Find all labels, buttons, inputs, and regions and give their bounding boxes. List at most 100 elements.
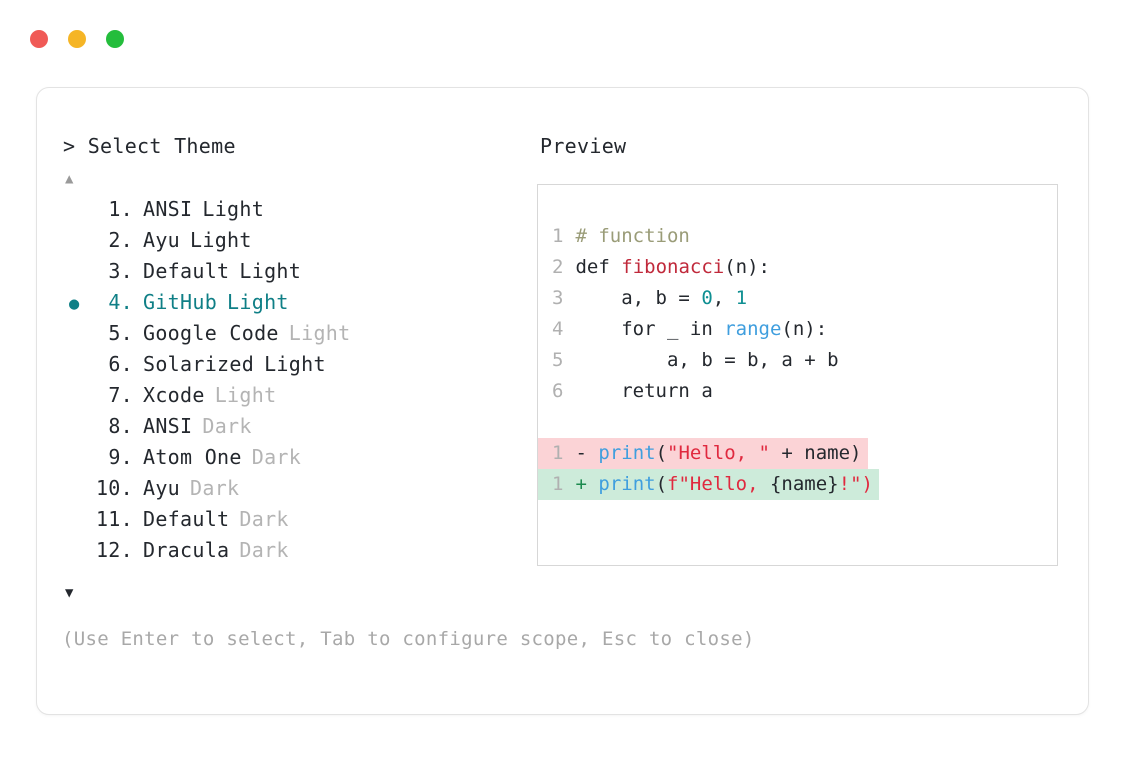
theme-item-variant: Light: [227, 290, 289, 314]
theme-item-index: 9.: [108, 445, 133, 469]
theme-item-index: 1.: [108, 197, 133, 221]
theme-item-index: 2.: [108, 228, 133, 252]
theme-item-name: Atom One: [143, 445, 242, 469]
theme-item-name: Default: [143, 259, 230, 283]
theme-list-item[interactable]: 12. Dracula Dark: [63, 535, 533, 566]
theme-list-item[interactable]: 3. Default Light: [63, 256, 533, 287]
code-token: range: [724, 318, 782, 340]
code-token: for _ in: [575, 318, 725, 340]
minimize-window-button[interactable]: [68, 30, 86, 48]
theme-list-item[interactable]: 1. ANSI Light: [63, 194, 533, 225]
theme-item-name: Solarized: [143, 352, 255, 376]
code-token: (n):: [724, 256, 770, 278]
theme-item-index: 8.: [108, 414, 133, 438]
code-token: print: [598, 442, 656, 464]
code-line: 6 return a: [538, 376, 1057, 407]
theme-item-name: Dracula: [143, 538, 230, 562]
theme-list-item[interactable]: 9. Atom One Dark: [63, 442, 533, 473]
theme-item-name: Xcode: [143, 383, 205, 407]
code-token: fibonacci: [621, 256, 725, 278]
theme-item-variant: Dark: [202, 414, 252, 438]
line-number: 6: [552, 380, 576, 402]
code-line: 5 a, b = b, a + b: [538, 345, 1057, 376]
line-number: 4: [552, 318, 576, 340]
theme-item-index: 6.: [108, 352, 133, 376]
theme-item-variant: Light: [214, 383, 277, 407]
prompt-title-text: Select Theme: [87, 134, 236, 158]
theme-item-variant: Dark: [239, 507, 289, 531]
theme-list-item[interactable]: 11. Default Dark: [63, 504, 533, 535]
theme-item-variant: Light: [288, 321, 351, 345]
code-spacer: [538, 407, 1057, 438]
theme-item-variant: Dark: [251, 445, 302, 469]
window-traffic-lights: [30, 30, 124, 48]
theme-list-item[interactable]: 8. ANSI Dark: [63, 411, 533, 442]
theme-item-index: 11.: [95, 507, 133, 531]
line-number: 3: [552, 287, 576, 309]
line-number: 1: [552, 442, 576, 464]
theme-item-name: ANSI: [143, 197, 193, 221]
theme-item-variant: Light: [239, 259, 302, 283]
theme-item-name: Ayu: [143, 476, 181, 500]
code-token: 1: [735, 287, 748, 309]
code-token: a, b =: [575, 287, 702, 309]
theme-list-item[interactable]: 7. Xcode Light: [63, 380, 533, 411]
keyboard-hint: (Use Enter to select, Tab to configure s…: [62, 628, 755, 650]
theme-item-index: 3.: [108, 259, 133, 283]
code-token: # function: [575, 225, 690, 247]
code-token: 0: [701, 287, 713, 309]
theme-item-name: ANSI: [143, 414, 193, 438]
code-token: (: [655, 442, 668, 464]
diff-added-line: 1 + print(f"Hello, {name}!"): [538, 469, 879, 500]
theme-item-index: 7.: [108, 383, 133, 407]
line-number: 1: [552, 225, 576, 247]
diff-marker: +: [575, 473, 599, 495]
code-line: 2 def fibonacci(n):: [538, 252, 1057, 283]
code-token: {name}: [769, 473, 839, 495]
page-title: > Select Theme: [63, 134, 533, 158]
theme-item-variant: Light: [190, 228, 252, 252]
code-token: (n):: [781, 318, 828, 340]
close-window-button[interactable]: [30, 30, 48, 48]
theme-item-index: 12.: [95, 538, 133, 562]
code-token: f"Hello,: [667, 473, 770, 495]
preview-label: Preview: [540, 134, 627, 158]
theme-list-item[interactable]: 5. Google Code Light: [63, 318, 533, 349]
theme-item-variant: Light: [202, 197, 265, 221]
code-token: (: [655, 473, 668, 495]
line-number: 1: [552, 473, 576, 495]
line-number: 5: [552, 349, 576, 371]
code-token: def: [575, 256, 622, 278]
code-token: print: [598, 473, 656, 495]
maximize-window-button[interactable]: [106, 30, 124, 48]
code-line: 1 # function: [538, 221, 1057, 252]
theme-list-item[interactable]: 6. Solarized Light: [63, 349, 533, 380]
code-token: "Hello, ": [667, 442, 770, 464]
code-token: a, b = b, a + b: [575, 349, 839, 371]
diff-removed-line: 1 - print("Hello, " + name): [538, 438, 868, 469]
theme-item-index: 4.: [108, 290, 133, 314]
line-number: 2: [552, 256, 576, 278]
theme-item-index: 5.: [108, 321, 133, 345]
scroll-down-icon[interactable]: ▼: [65, 585, 74, 601]
theme-item-name: Google Code: [143, 321, 279, 345]
scroll-up-icon[interactable]: ▲: [65, 171, 74, 187]
theme-item-variant: Dark: [190, 476, 240, 500]
selected-bullet-icon: ●: [69, 294, 80, 314]
code-token: !"): [838, 473, 873, 495]
code-line: 4 for _ in range(n):: [538, 314, 1057, 345]
code-line: 3 a, b = 0, 1: [538, 283, 1057, 314]
theme-item-variant: Light: [264, 352, 326, 376]
theme-item-name: Default: [143, 507, 230, 531]
code-token: ,: [712, 287, 736, 309]
theme-item-variant: Dark: [239, 538, 289, 562]
